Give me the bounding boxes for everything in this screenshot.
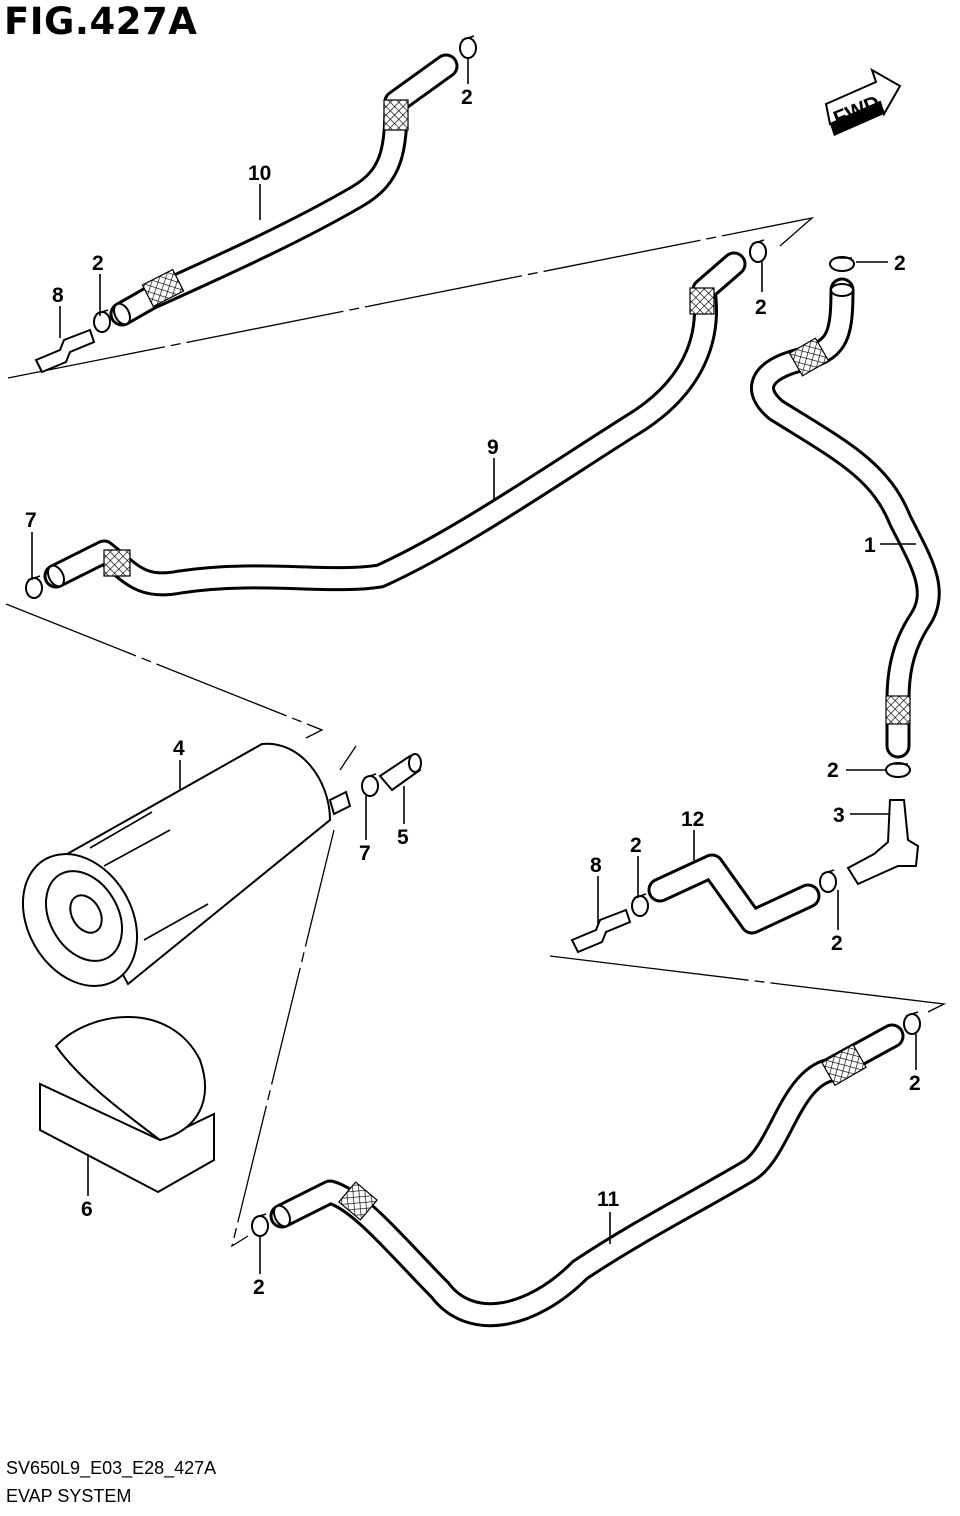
fwd-arrow-icon: FWD <box>824 67 902 136</box>
callout-2: 2 <box>831 932 843 955</box>
callout-9: 9 <box>487 436 499 459</box>
callout-2: 2 <box>909 1072 921 1095</box>
separator-lines <box>5 216 947 1248</box>
hose-11 <box>269 1023 905 1328</box>
callout-12: 12 <box>681 808 704 831</box>
callout-8: 8 <box>590 854 602 877</box>
callout-2: 2 <box>827 759 839 782</box>
callout-labels: 2 10 2 8 2 2 9 7 1 4 7 5 2 3 12 2 8 2 2 … <box>25 86 921 1299</box>
callout-2: 2 <box>630 834 642 857</box>
callout-6: 6 <box>81 1198 93 1221</box>
callout-4: 4 <box>173 737 185 760</box>
hose-1 <box>750 277 941 759</box>
joint-3-icon <box>846 799 920 886</box>
callout-8: 8 <box>52 284 64 307</box>
hose-12 <box>647 853 821 935</box>
callout-3: 3 <box>833 804 845 827</box>
hose-9 <box>43 251 747 597</box>
connector-8-icon <box>34 328 632 954</box>
figure-title: FIG.427A <box>4 0 198 43</box>
bracket-6-icon <box>39 1016 215 1194</box>
callout-2: 2 <box>461 86 473 109</box>
callout-2: 2 <box>894 252 906 275</box>
drawing-code: SV650L9_E03_E28_427A <box>6 1458 217 1478</box>
canister-4-icon <box>21 742 352 987</box>
hose-10 <box>109 53 459 327</box>
callout-7: 7 <box>359 842 371 865</box>
callout-7: 7 <box>25 509 37 532</box>
callout-10: 10 <box>248 162 271 185</box>
callout-1: 1 <box>864 534 876 557</box>
callout-2: 2 <box>755 296 767 319</box>
callout-11: 11 <box>597 1188 620 1211</box>
leader-lines <box>31 58 917 1274</box>
cap-5-icon <box>378 753 422 792</box>
section-name: EVAP SYSTEM <box>6 1486 132 1506</box>
clamp-2-icon <box>25 35 921 1237</box>
callout-2: 2 <box>253 1276 265 1299</box>
callout-5: 5 <box>397 826 409 849</box>
callout-2: 2 <box>92 252 104 275</box>
